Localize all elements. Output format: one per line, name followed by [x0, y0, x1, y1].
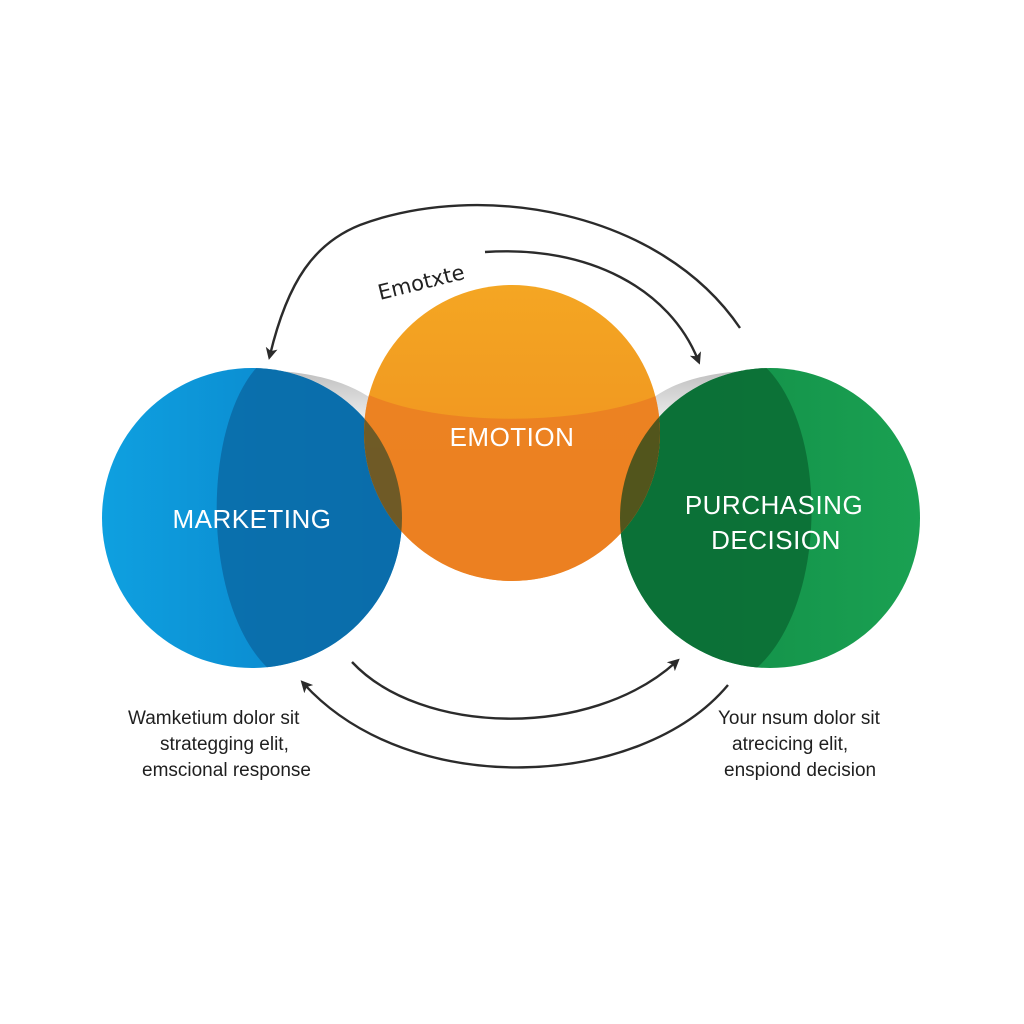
bottom-outer-arrow — [300, 680, 729, 769]
marketing-caption-line3: emscional response — [142, 760, 311, 781]
marketing-label: MARKETING — [172, 504, 331, 534]
marketing-caption-line1: Wamketium dolor sit — [128, 708, 300, 729]
purchasing-label-line1: PURCHASING — [685, 490, 863, 520]
purchasing-caption-line1: Your nsum dolor sit — [718, 708, 880, 729]
purchasing-caption-line2: atrecicing elit, — [732, 734, 849, 755]
marketing-caption: Wamketium dolor sit strategging elit, em… — [128, 706, 311, 784]
purchasing-label-line2: DECISION — [711, 525, 841, 555]
top-outer-arrow — [265, 203, 741, 360]
emotion-circle — [364, 285, 660, 581]
marketing-caption-line2: strategging elit, — [160, 734, 289, 755]
purchasing-caption: Your nsum dolor sit atrecicing elit, ens… — [718, 706, 880, 784]
purchasing-caption-line3: enspiond decision — [724, 760, 877, 781]
emotion-label: EMOTION — [450, 422, 575, 452]
bottom-inner-arrow — [351, 658, 680, 720]
top-inner-arrow — [484, 250, 701, 365]
